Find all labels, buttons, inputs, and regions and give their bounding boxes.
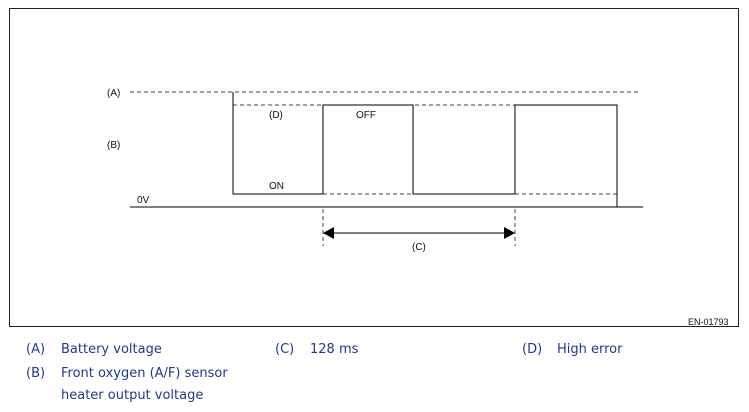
label-zero-volt: 0V bbox=[137, 195, 150, 206]
legend-d-text: High error bbox=[557, 342, 623, 357]
legend-b-text-line2: heater output voltage bbox=[61, 388, 204, 403]
waveform-diagram: (A) (B) (D) OFF ON 0V (C) EN-01793 bbox=[107, 88, 729, 327]
legend-b-key: (B) bbox=[26, 366, 46, 381]
legend-c-text: 128 ms bbox=[310, 342, 359, 357]
legend-b-text-line1: Front oxygen (A/F) sensor bbox=[61, 366, 228, 381]
heater-output-waveform bbox=[232, 92, 618, 207]
label-c: (C) bbox=[412, 242, 426, 253]
legend-d-key: (D) bbox=[522, 342, 543, 357]
legend-a-text: Battery voltage bbox=[61, 342, 162, 357]
label-off: OFF bbox=[356, 110, 376, 121]
label-on: ON bbox=[269, 181, 284, 192]
figure-code: EN-01793 bbox=[688, 317, 729, 327]
legend-a-key: (A) bbox=[26, 342, 46, 357]
period-arrow-left-head bbox=[323, 227, 334, 239]
label-a: (A) bbox=[107, 88, 120, 99]
label-d: (D) bbox=[269, 110, 283, 121]
period-arrow-right-head bbox=[504, 227, 515, 239]
label-b: (B) bbox=[107, 140, 120, 151]
legend-c-key: (C) bbox=[275, 342, 295, 357]
